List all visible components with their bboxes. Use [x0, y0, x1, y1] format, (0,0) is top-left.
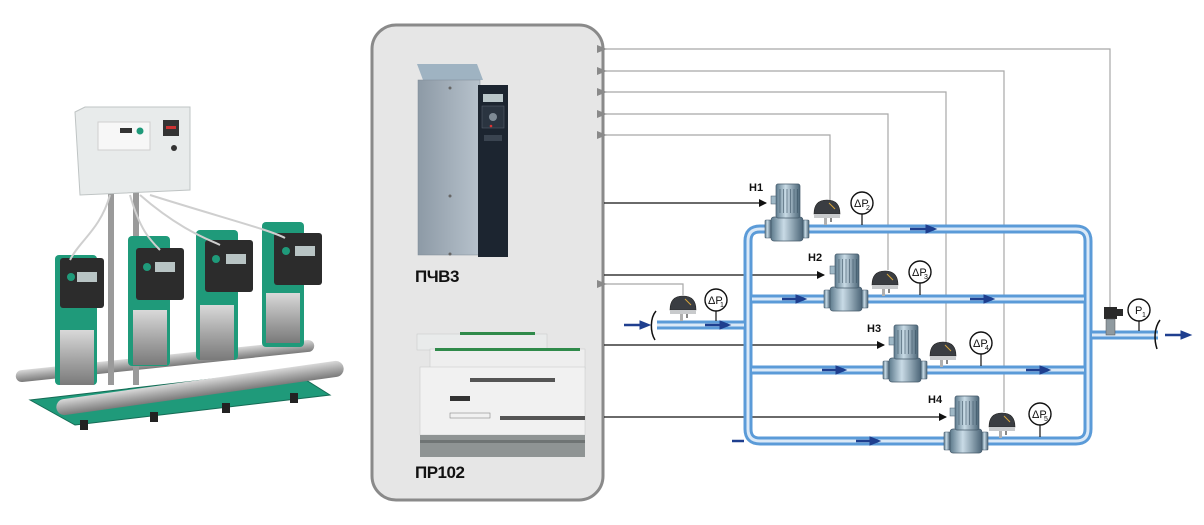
- pump-h3[interactable]: H3: [867, 323, 928, 383]
- gauge-label: ΔP: [973, 338, 988, 350]
- gauge-subscript: 1: [720, 302, 724, 309]
- pressure-switch-icon[interactable]: [988, 412, 1016, 438]
- gauge-subscript: 3: [924, 274, 928, 281]
- feedback-lines: [597, 45, 1111, 412]
- gauge-label: ΔP: [1032, 409, 1047, 421]
- vfd-label: ПЧВ3: [415, 267, 459, 286]
- flow-arrow-branch4-icon: [856, 436, 882, 446]
- gauge-dp3: ΔP3: [908, 260, 932, 295]
- gauge-dp5: ΔP5: [1028, 402, 1052, 437]
- pump-h1[interactable]: H1: [749, 182, 810, 242]
- gauge-dp1: ΔP1: [704, 288, 728, 321]
- pump-station-illustration: [15, 106, 344, 430]
- flow-arrow-inlet-pipe-icon: [705, 320, 732, 330]
- flow-arrow-branch2a-icon: [782, 294, 808, 304]
- feedback-line-dp2: [597, 131, 831, 200]
- gauge-subscript: 2: [866, 205, 870, 212]
- control-cabinet: [74, 106, 191, 196]
- plc-device[interactable]: [416, 332, 586, 457]
- feedback-line-dp5: [597, 67, 1005, 412]
- pump-h2[interactable]: H2: [808, 252, 869, 312]
- gauge-label: ΔP: [912, 267, 927, 279]
- pump-label: H1: [749, 182, 763, 194]
- station-pump-4: [262, 222, 322, 347]
- flow-arrow-inlet-icon: [624, 320, 652, 330]
- gauge-subscript: 4: [985, 345, 989, 352]
- pump-h4[interactable]: H4: [928, 394, 989, 454]
- flow-arrow-outlet-icon: [1165, 330, 1193, 340]
- vfd-device[interactable]: [417, 64, 508, 257]
- flow-arrow-branch2b-icon: [970, 294, 996, 304]
- pressure-transmitter-icon[interactable]: [1104, 307, 1123, 336]
- gauge-label: ΔP: [854, 198, 869, 210]
- gauge-subscript: 5: [1044, 416, 1048, 423]
- feedback-line-dp4: [597, 88, 947, 342]
- pump-label: H4: [928, 394, 943, 406]
- outlet-break-icon: [1154, 319, 1161, 350]
- flow-arrow-branch1-icon: [910, 224, 938, 234]
- pressure-switch-icon[interactable]: [669, 295, 697, 321]
- flow-arrow-branch3b-icon: [1026, 365, 1052, 375]
- plc-label: ПР102: [415, 463, 464, 482]
- inlet-break-icon: [650, 310, 657, 341]
- flow-arrows: [624, 224, 1193, 446]
- pressure-sensors: [669, 199, 1016, 438]
- flow-arrow-branch3a-icon: [822, 365, 848, 375]
- gauge-dp4: ΔP4: [969, 331, 993, 366]
- station-pump-3: [196, 230, 253, 360]
- gauge-label: P: [1135, 305, 1142, 317]
- gauge-dp2: ΔP2: [850, 191, 874, 225]
- pressure-switch-icon[interactable]: [929, 341, 957, 367]
- station-pump-1: [55, 255, 104, 385]
- pump-label: H3: [867, 323, 881, 335]
- gauge-label: ΔP: [708, 295, 723, 307]
- feedback-line-dp1: [597, 280, 684, 295]
- pressure-switch-icon[interactable]: [813, 199, 841, 225]
- pressure-switch-icon[interactable]: [871, 270, 899, 296]
- station-pump-2: [128, 236, 184, 366]
- pump-label: H2: [808, 252, 822, 264]
- controllers-panel: ПЧВ3 ПР102: [370, 23, 605, 502]
- gauge-subscript: 1: [1142, 312, 1146, 319]
- header-pipe: [56, 360, 344, 416]
- feedback-line-dp3: [597, 110, 889, 270]
- feedback-line-p1: [597, 45, 1111, 325]
